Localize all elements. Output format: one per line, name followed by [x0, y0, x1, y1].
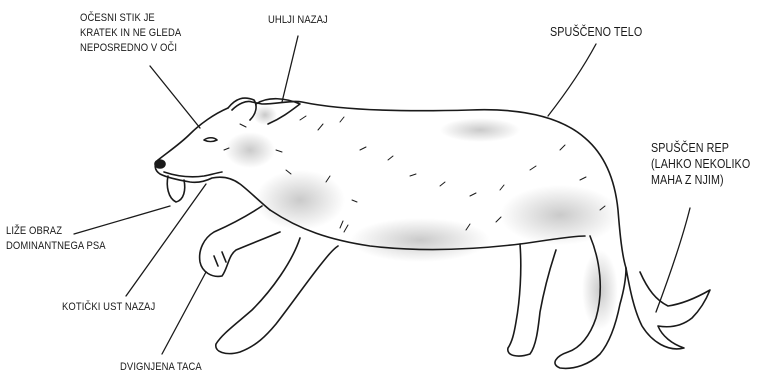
label-lowered-tail: SPUŠČEN REP (LAHKO NEKOLIKO MAHA Z NJIM): [651, 140, 750, 188]
label-eye-contact-line-1: OČESNI STIK JE: [80, 11, 181, 26]
label-raised-paw: DVIGNJENA TACA: [120, 360, 202, 375]
label-mouth-corners-text: KOTIČKI UST NAZAJ: [62, 300, 155, 315]
leader-lowered-body: [548, 44, 596, 116]
dog-nose: [155, 160, 165, 168]
label-eye-contact-line-2: KRATEK IN NE GLEDA: [80, 26, 181, 41]
label-ears-back: UHLJI NAZAJ: [268, 13, 328, 28]
label-lowered-tail-line-3: MAHA Z NJIM): [651, 172, 750, 188]
label-lowered-body-text: SPUŠČENO TELO: [550, 24, 642, 40]
dog-hind-leg-far: [508, 244, 556, 356]
label-licks-face-line-1: LIŽE OBRAZ: [6, 224, 106, 239]
label-mouth-corners: KOTIČKI UST NAZAJ: [62, 300, 155, 315]
label-raised-paw-text: DVIGNJENA TACA: [120, 360, 202, 375]
leader-ears-back: [282, 36, 298, 102]
label-lowered-tail-line-1: SPUŠČEN REP: [651, 140, 750, 156]
leader-raised-paw: [162, 272, 206, 354]
leader-lowered-tail: [656, 208, 690, 312]
leader-mouth-corners: [126, 184, 206, 296]
leader-eye-contact: [150, 66, 200, 128]
label-licks-face: LIŽE OBRAZ DOMINANTNEGA PSA: [6, 224, 106, 254]
label-eye-contact: OČESNI STIK JE KRATEK IN NE GLEDA NEPOSR…: [80, 11, 181, 56]
label-lowered-body: SPUŠČENO TELO: [550, 24, 642, 40]
label-licks-face-line-2: DOMINANTNEGA PSA: [6, 239, 106, 254]
label-eye-contact-line-3: NEPOSREDNO V OČI: [80, 41, 181, 56]
dog-front-leg: [216, 238, 338, 354]
dog-eye: [204, 138, 217, 142]
label-lowered-tail-line-2: (LAHKO NEKOLIKO: [651, 156, 750, 172]
dog-mouth: [164, 172, 222, 177]
body-shading: [225, 105, 620, 330]
label-ears-back-text: UHLJI NAZAJ: [268, 13, 328, 28]
